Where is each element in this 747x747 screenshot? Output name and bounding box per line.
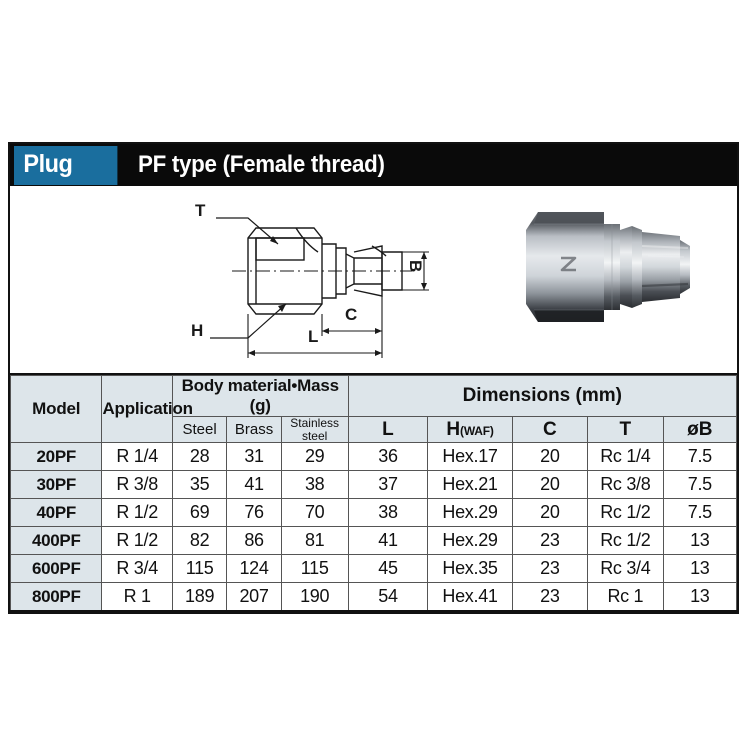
cell-model: 20PF: [9, 442, 103, 472]
table-header-row-2: Steel Brass Stainless steel L H(WAF) C T…: [11, 415, 738, 444]
col-header-ob: øB: [662, 415, 738, 444]
cell-t: Rc 3/4: [587, 554, 664, 584]
cell-t: Rc 1/2: [587, 498, 664, 528]
cell-model: 40PF: [9, 498, 103, 528]
cell-h: Hex.29: [427, 498, 513, 528]
cell-brass: 124: [226, 554, 282, 584]
page-title: PF type (Female thread): [138, 151, 385, 178]
h-waf-sub: (WAF): [460, 423, 494, 438]
cell-l: 41: [347, 526, 429, 556]
cell-brass: 207: [226, 582, 282, 611]
cell-h: Hex.17: [427, 442, 513, 472]
cell-ob: 13: [662, 526, 738, 556]
cell-h: Hex.21: [427, 470, 513, 500]
cell-c: 23: [511, 554, 589, 584]
cell-steel: 189: [171, 582, 228, 611]
stainless-line1: Stainless: [290, 416, 339, 430]
cell-steel: 35: [171, 470, 228, 500]
col-header-steel: Steel: [171, 415, 228, 444]
cell-stainless: 70: [280, 498, 349, 528]
spec-table-container: Model Application Body material•Mass (g)…: [9, 374, 738, 613]
cell-steel: 69: [171, 498, 228, 528]
cell-model: 400PF: [9, 526, 103, 556]
col-header-t: T: [587, 415, 664, 444]
cell-brass: 76: [226, 498, 282, 528]
col-header-application: Application: [101, 374, 193, 444]
cell-brass: 41: [226, 470, 282, 500]
cell-application: R 3/8: [101, 470, 173, 500]
cell-ob: 7.5: [662, 498, 738, 528]
cell-model: 30PF: [9, 470, 103, 500]
cell-application: R 1/4: [101, 442, 173, 472]
cell-c: 20: [511, 470, 589, 500]
cell-h: Hex.29: [427, 526, 513, 556]
cell-stainless: 29: [280, 442, 349, 472]
cell-ob: 7.5: [662, 470, 738, 500]
cell-stainless: 81: [280, 526, 349, 556]
drawing-panel: T H B C L: [10, 186, 737, 375]
cell-ob: 7.5: [662, 442, 738, 472]
cell-c: 23: [511, 526, 589, 556]
cell-l: 54: [347, 582, 429, 611]
callout-label-c: C: [345, 305, 358, 324]
cell-steel: 82: [171, 526, 228, 556]
col-header-l: L: [347, 415, 429, 444]
cell-model: 800PF: [9, 582, 103, 611]
cell-c: 20: [511, 498, 589, 528]
cell-h: Hex.35: [427, 554, 513, 584]
cell-stainless: 190: [280, 582, 349, 611]
cell-stainless: 38: [280, 470, 349, 500]
cell-application: R 1/2: [101, 498, 173, 528]
cell-application: R 1/2: [101, 526, 173, 556]
cell-h: Hex.41: [427, 582, 513, 611]
cell-stainless: 115: [280, 554, 349, 584]
cell-model: 600PF: [9, 554, 103, 584]
cell-application: R 3/4: [101, 554, 173, 584]
cell-brass: 31: [226, 442, 282, 472]
cell-t: Rc 3/8: [587, 470, 664, 500]
col-header-c: C: [511, 415, 589, 444]
cell-l: 38: [347, 498, 429, 528]
col-header-stainless-steel: Stainless steel: [280, 415, 349, 444]
cell-c: 20: [511, 442, 589, 472]
plug-badge: Plug: [14, 145, 118, 185]
cell-application: R 1: [101, 582, 173, 611]
cell-steel: 115: [171, 554, 228, 584]
cell-ob: 13: [662, 554, 738, 584]
cell-l: 45: [347, 554, 429, 584]
callout-label-h: H: [191, 321, 204, 340]
cell-l: 37: [347, 470, 429, 500]
cell-t: Rc 1/2: [587, 526, 664, 556]
cell-t: Rc 1/4: [587, 442, 664, 472]
cell-steel: 28: [171, 442, 228, 472]
col-header-dimensions: Dimensions (mm): [347, 375, 738, 417]
cell-ob: 13: [662, 582, 738, 611]
callout-label-t: T: [195, 201, 206, 220]
cell-l: 36: [347, 442, 429, 472]
callout-label-b: B: [406, 260, 425, 273]
stainless-line2: steel: [301, 428, 328, 443]
h-main: H: [446, 418, 461, 440]
product-photo: [508, 194, 698, 349]
col-header-brass: Brass: [226, 415, 282, 444]
technical-line-drawing: T H B C L: [186, 186, 436, 378]
cell-t: Rc 1: [587, 582, 664, 611]
product-spec-sheet: Plug PF type (Female thread): [8, 142, 739, 615]
specification-table: Model Application Body material•Mass (g)…: [9, 374, 738, 611]
cell-brass: 86: [226, 526, 282, 556]
cell-c: 23: [511, 582, 589, 611]
col-header-h-waf: H(WAF): [427, 415, 513, 444]
col-header-body-material-mass: Body material•Mass (g): [171, 375, 349, 417]
callout-label-l: L: [308, 327, 319, 346]
title-bar: Plug PF type (Female thread): [10, 144, 737, 186]
table-header-row-1: Model Application Body material•Mass (g)…: [9, 374, 738, 444]
col-header-model: Model: [9, 374, 103, 444]
